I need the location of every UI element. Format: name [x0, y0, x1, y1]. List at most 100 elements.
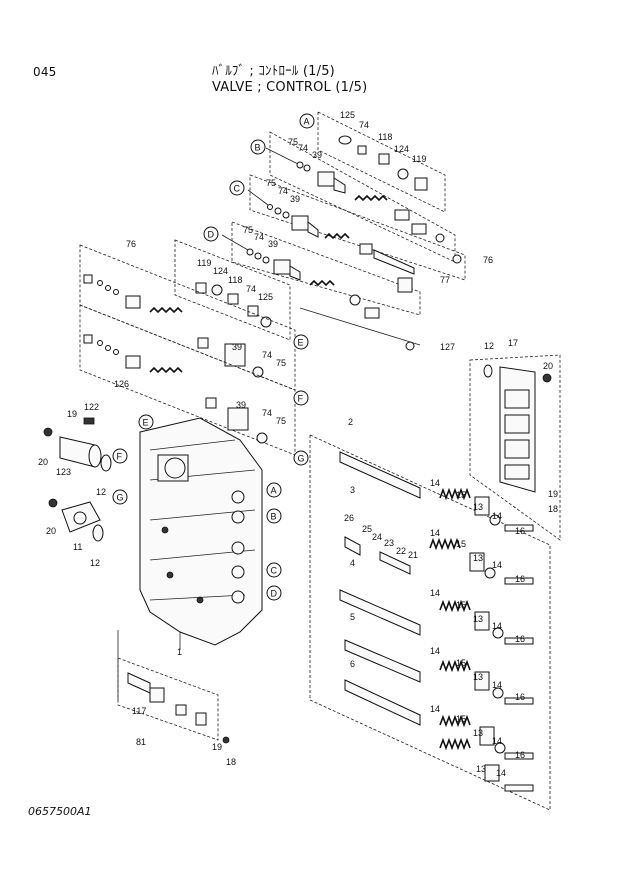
relief-valve-81 [117, 630, 230, 744]
svg-text:14: 14 [430, 646, 440, 656]
svg-text:39: 39 [268, 239, 278, 249]
title-english: VALVE ; CONTROL (1/5) [212, 80, 368, 95]
svg-text:G: G [117, 493, 124, 503]
svg-text:124: 124 [394, 144, 409, 154]
svg-text:25: 25 [362, 524, 372, 534]
svg-text:15: 15 [456, 714, 466, 724]
svg-text:20: 20 [543, 361, 553, 371]
valve-body-1 [139, 417, 263, 646]
svg-text:26: 26 [344, 513, 354, 523]
svg-text:75: 75 [288, 137, 298, 147]
svg-text:13: 13 [473, 502, 483, 512]
svg-text:119: 119 [197, 258, 211, 268]
svg-text:14: 14 [492, 560, 502, 570]
svg-text:14: 14 [492, 621, 502, 631]
svg-text:15: 15 [456, 490, 466, 500]
svg-text:4: 4 [350, 558, 355, 568]
callout-B-body: B [266, 508, 282, 524]
svg-text:A: A [304, 117, 310, 127]
svg-text:2: 2 [348, 417, 353, 427]
svg-text:75: 75 [276, 416, 286, 426]
svg-text:C: C [271, 566, 278, 576]
svg-text:20: 20 [46, 526, 56, 536]
svg-text:16: 16 [515, 692, 525, 702]
svg-text:24: 24 [372, 532, 382, 542]
svg-text:B: B [255, 143, 261, 153]
callout-A-top: A [299, 113, 315, 129]
svg-text:22: 22 [396, 546, 406, 556]
svg-text:15: 15 [456, 658, 466, 668]
svg-text:A: A [271, 486, 277, 496]
spool-group-C [247, 174, 466, 281]
svg-text:C: C [234, 184, 241, 194]
cover-17 [469, 354, 561, 541]
fitting-123 [43, 417, 112, 472]
svg-text:11: 11 [73, 542, 82, 552]
svg-text:23: 23 [384, 538, 394, 548]
svg-text:39: 39 [232, 342, 242, 352]
svg-text:13: 13 [473, 553, 483, 563]
svg-text:1: 1 [177, 647, 182, 657]
svg-text:81: 81 [136, 737, 146, 747]
callout-G-right: G [293, 450, 309, 466]
drawing-number: 0657500A1 [28, 805, 92, 818]
svg-text:12: 12 [96, 487, 106, 497]
svg-text:E: E [298, 338, 304, 348]
svg-text:124: 124 [213, 266, 228, 276]
svg-text:119: 119 [412, 154, 426, 164]
svg-text:14: 14 [492, 680, 502, 690]
svg-text:126: 126 [114, 379, 129, 389]
svg-text:75: 75 [266, 178, 276, 188]
svg-text:13: 13 [473, 728, 483, 738]
callout-D-body: D [266, 585, 282, 601]
svg-text:125: 125 [258, 292, 273, 302]
callout-C-body: C [266, 562, 282, 578]
fitting-11 [48, 498, 104, 542]
spool-assemblies [309, 434, 551, 811]
svg-text:74: 74 [359, 120, 369, 130]
svg-text:39: 39 [290, 194, 300, 204]
callout-D-top: D [203, 226, 219, 242]
svg-text:20: 20 [38, 457, 48, 467]
svg-text:15: 15 [456, 600, 466, 610]
svg-text:16: 16 [515, 750, 525, 760]
svg-text:76: 76 [483, 255, 493, 265]
svg-text:16: 16 [515, 634, 525, 644]
svg-text:118: 118 [228, 275, 242, 285]
svg-text:13: 13 [476, 764, 486, 774]
svg-text:39: 39 [236, 400, 246, 410]
svg-text:F: F [298, 394, 304, 404]
spool-group-D [221, 221, 421, 319]
callout-F-right: F [293, 390, 309, 406]
callout-C-top: C [229, 180, 245, 196]
svg-text:77: 77 [440, 275, 450, 285]
callout-B-top: B [250, 139, 266, 155]
svg-text:125: 125 [340, 110, 355, 120]
svg-text:75: 75 [243, 225, 253, 235]
svg-text:17: 17 [508, 338, 518, 348]
svg-text:15: 15 [456, 539, 466, 549]
svg-text:18: 18 [548, 504, 558, 514]
svg-text:F: F [117, 452, 123, 462]
svg-text:74: 74 [278, 186, 288, 196]
spool-group-B [265, 131, 456, 263]
svg-text:74: 74 [246, 284, 256, 294]
svg-text:123: 123 [56, 467, 71, 477]
svg-text:3: 3 [350, 485, 355, 495]
svg-text:14: 14 [430, 528, 440, 538]
svg-text:B: B [271, 512, 277, 522]
callout-F-left: F [112, 448, 128, 464]
svg-text:16: 16 [515, 574, 525, 584]
svg-text:14: 14 [496, 768, 506, 778]
svg-text:6: 6 [350, 659, 355, 669]
svg-text:127: 127 [440, 342, 455, 352]
svg-text:74: 74 [262, 408, 272, 418]
callout-A-body: A [266, 482, 282, 498]
svg-text:118: 118 [378, 132, 392, 142]
svg-text:13: 13 [473, 614, 483, 624]
svg-text:18: 18 [226, 757, 236, 767]
svg-text:21: 21 [408, 550, 418, 560]
